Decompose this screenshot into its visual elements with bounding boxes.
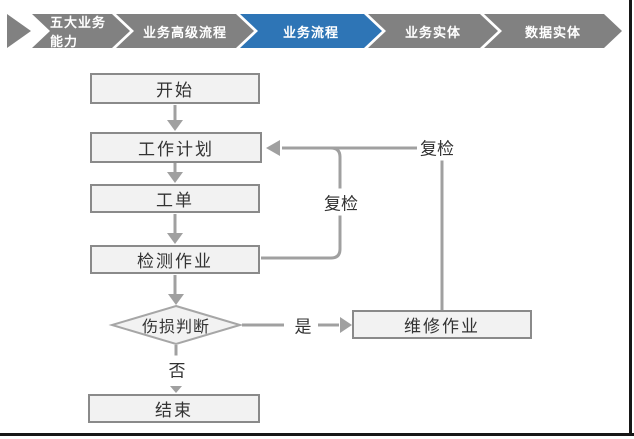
edge-label-no: 否 xyxy=(165,355,189,383)
edge-label-yes: 是 xyxy=(291,311,315,339)
node-inspection-job: 检测作业 xyxy=(90,245,260,274)
breadcrumb-step-business-entity[interactable]: 业务实体 xyxy=(368,14,498,48)
node-end: 结束 xyxy=(88,394,260,423)
page-border-bottom xyxy=(0,433,634,436)
breadcrumb-step-label: 五大业务能力 xyxy=(50,15,107,49)
arrowhead-into-plan-right xyxy=(266,140,280,156)
breadcrumb-step-label: 业务高级流程 xyxy=(142,24,227,40)
node-start: 开始 xyxy=(90,73,260,104)
arrowhead-into-order xyxy=(167,172,183,183)
breadcrumb-step-five-capabilities[interactable]: 五大业务能力 xyxy=(32,14,130,48)
edge-label-recheck-outer: 复检 xyxy=(417,133,457,161)
node-work-plan: 工作计划 xyxy=(90,132,262,163)
breadcrumb-step-business-process-active[interactable]: 业务流程 xyxy=(240,14,382,48)
breadcrumb-step-label: 业务实体 xyxy=(404,24,461,40)
arrowhead-into-inspect xyxy=(167,233,183,244)
breadcrumb-step-data-entity[interactable]: 数据实体 xyxy=(484,14,622,48)
arrowhead-into-repair xyxy=(340,317,352,333)
arrowhead-into-plan-top xyxy=(167,120,183,131)
breadcrumb-lead-arrow-icon xyxy=(7,14,31,48)
breadcrumb-step-label: 数据实体 xyxy=(524,24,581,40)
breadcrumb-step-label: 业务流程 xyxy=(282,24,339,40)
arrowhead-into-end xyxy=(170,386,182,393)
node-damage-decision: 伤损判断 xyxy=(141,319,210,336)
edge-recheck-outer xyxy=(282,146,444,310)
node-work-order: 工单 xyxy=(90,184,260,213)
arrowhead-into-decision xyxy=(168,294,184,305)
edge-label-recheck-inner: 复检 xyxy=(321,188,361,216)
breadcrumb-step-high-level-process[interactable]: 业务高级流程 xyxy=(116,14,254,48)
page-border-right xyxy=(629,0,632,436)
node-repair-job: 维修作业 xyxy=(352,310,532,339)
